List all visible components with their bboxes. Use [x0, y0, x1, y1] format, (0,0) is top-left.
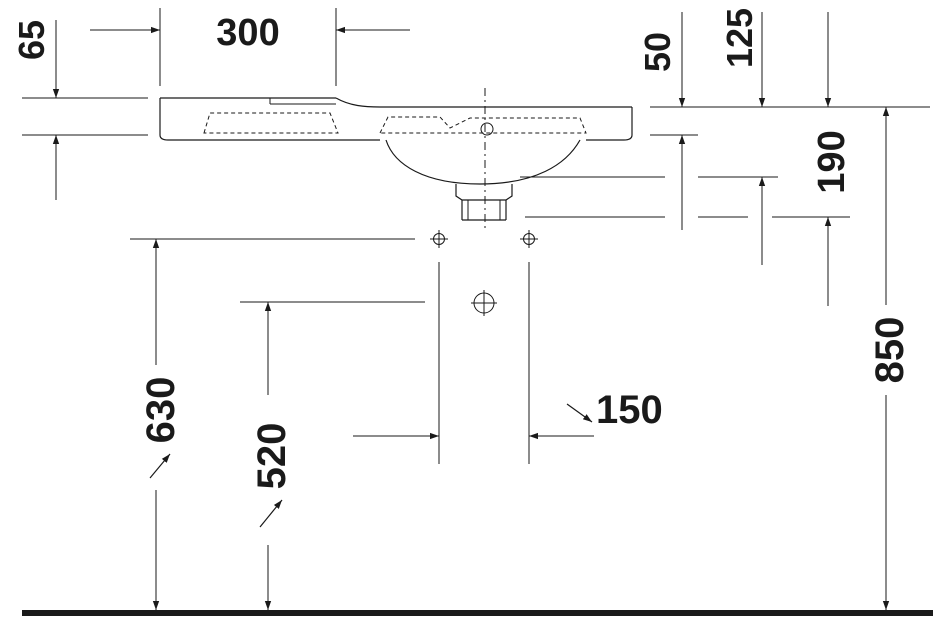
dim-65: 65 [11, 20, 52, 60]
dim-125: 125 [719, 8, 760, 68]
dim-630: 630 [139, 377, 183, 444]
fixing-points [430, 230, 538, 248]
dim-850: 850 [868, 317, 912, 384]
dim-300: 300 [216, 12, 279, 54]
dim-50: 50 [637, 32, 678, 72]
dim-150: 150 [596, 388, 663, 432]
waste-outlet [471, 290, 497, 316]
dim-520: 520 [250, 423, 294, 490]
dim-190: 190 [811, 130, 853, 193]
basin-outline [159, 97, 633, 221]
